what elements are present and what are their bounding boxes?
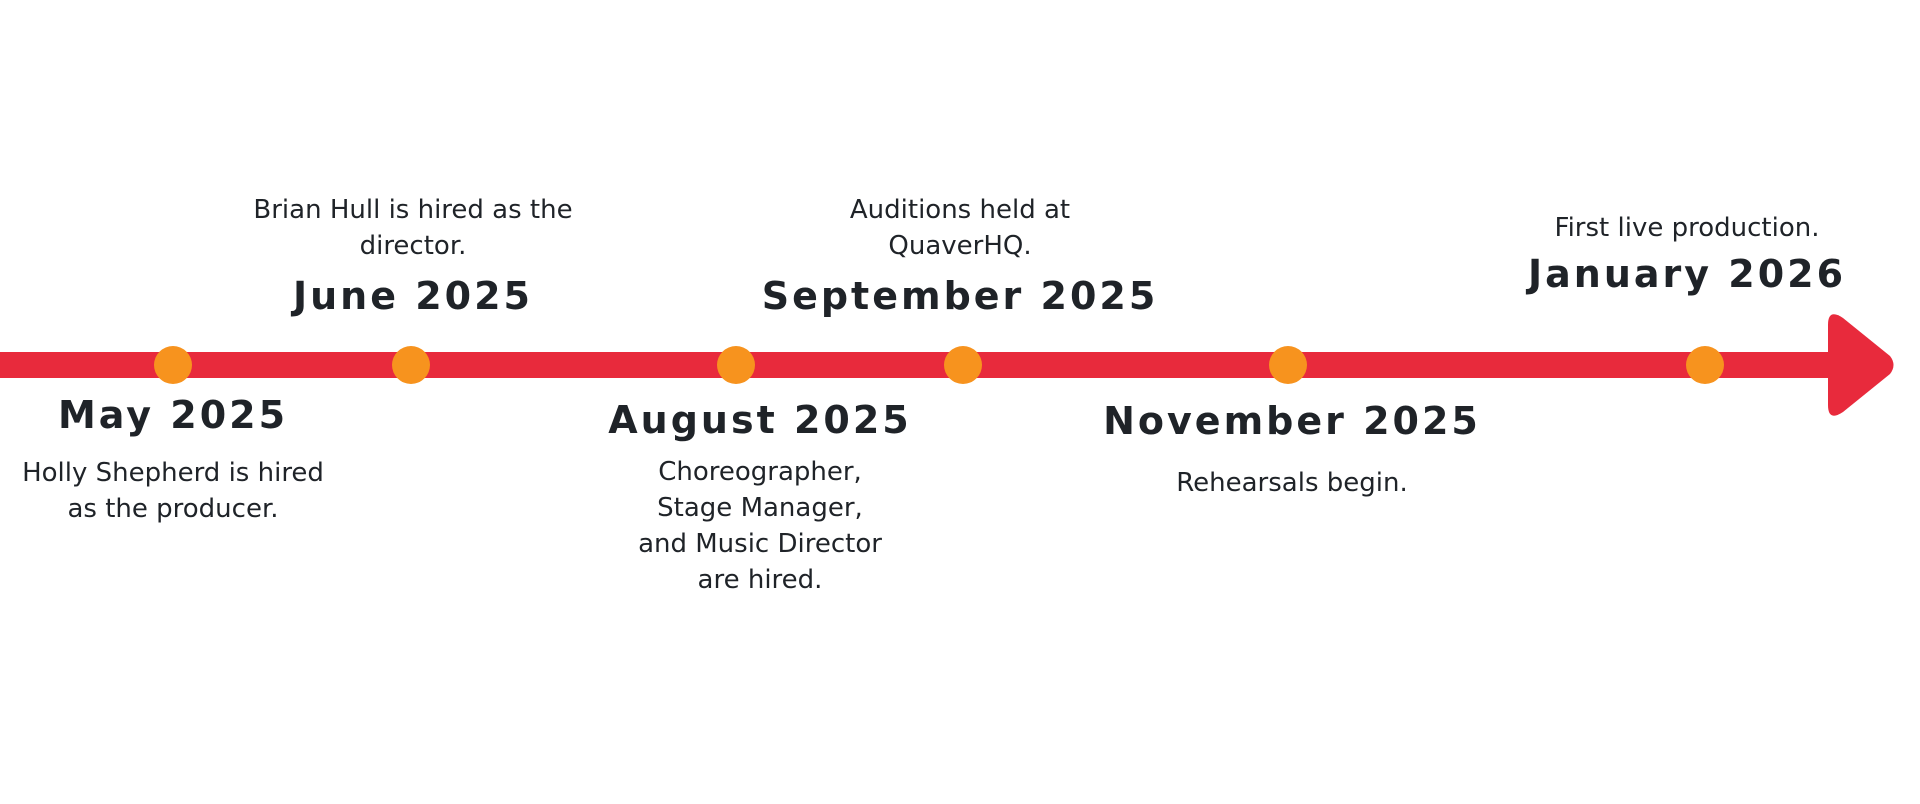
timeline-arrow-head (1828, 314, 1894, 416)
event-june-2025: Brian Hull is hired as the director. Jun… (253, 192, 572, 318)
event-description: First live production. (1554, 213, 1820, 243)
timeline-marker (392, 346, 430, 384)
event-date: September 2025 (761, 274, 1159, 318)
event-description: Choreographer, Stage Manager, and Music … (638, 456, 882, 595)
event-description: Holly Shepherd is hired as the producer. (22, 457, 324, 524)
event-description: Rehearsals begin. (1176, 467, 1408, 498)
timeline-marker (944, 346, 982, 384)
timeline-axis (0, 352, 1855, 378)
timeline-markers (154, 346, 1724, 384)
event-august-2025: August 2025 Choreographer, Stage Manager… (608, 398, 912, 598)
event-description: Brian Hull is hired as the director. (253, 195, 573, 261)
timeline-marker (717, 346, 755, 384)
event-september-2025: Auditions held at QuaverHQ. September 20… (762, 192, 1159, 318)
event-date: November 2025 (1103, 399, 1481, 443)
event-january-2026: First live production. January 2026 (1528, 210, 1846, 296)
event-date: June 2025 (292, 274, 534, 318)
event-date: January 2026 (1527, 252, 1847, 296)
event-description: Auditions held at QuaverHQ. (849, 195, 1071, 261)
event-november-2025: November 2025 Rehearsals begin. (1103, 399, 1481, 501)
timeline-marker (1269, 346, 1307, 384)
event-may-2025: May 2025 Holly Shepherd is hired as the … (22, 393, 324, 527)
event-date: August 2025 (608, 398, 912, 442)
event-date: May 2025 (57, 393, 289, 437)
timeline-marker (1686, 346, 1724, 384)
timeline-marker (154, 346, 192, 384)
